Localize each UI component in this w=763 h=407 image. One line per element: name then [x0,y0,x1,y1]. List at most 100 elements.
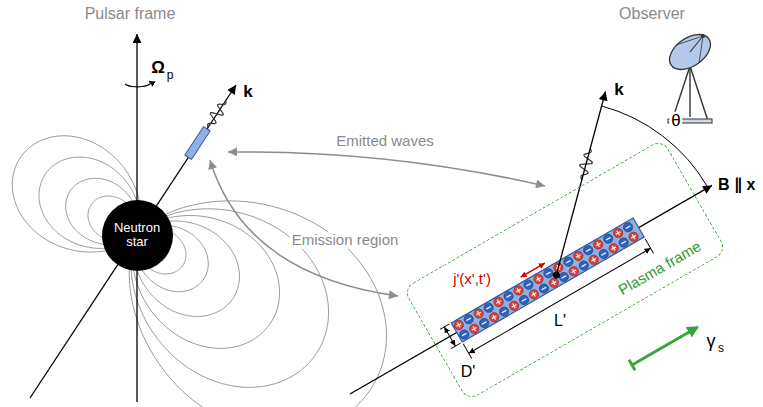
charge-sign [482,322,487,325]
charge-sign [493,315,496,320]
charge-sign [577,254,580,259]
charge-disc [532,273,545,286]
charge-sign [632,235,635,240]
charge-disc [587,253,600,266]
charge-sign [532,293,537,296]
charge-sign [533,292,536,297]
charge-sign [472,327,477,330]
charge-sign [601,253,606,256]
positive-charge [528,288,541,301]
charge-sign [542,287,547,290]
symbol-subscript: s [718,342,724,355]
charge-sign [617,231,620,236]
positive-charge [452,319,465,332]
emission-region-slab [451,218,644,342]
negative-charge [522,278,535,291]
negative-charge [622,221,635,234]
star-label: Neutron star [108,221,166,250]
charge-disc [607,242,620,255]
charge-disc [602,232,615,245]
positive-charge [607,242,620,255]
charge-sign [506,295,511,298]
neutron-star-circle: Neutron star [102,200,173,271]
negative-charge [582,244,595,257]
charge-sign [616,232,621,235]
charge-sign [513,304,516,309]
charge-sign [492,316,497,319]
positive-charge [568,265,581,278]
charge-sign [546,272,551,275]
rotation-arrow [125,81,150,87]
charge-sign [462,333,467,336]
lorentz-factor-symbol: γ [705,332,718,352]
charge-disc [508,299,521,312]
negative-charge [602,232,615,245]
charge-disc [577,259,590,272]
charge-disc [538,282,551,295]
charge-disc [562,255,575,268]
emitted-waves-arrow [228,152,545,186]
observer-label: Observer [617,5,687,23]
charge-disc [462,313,475,326]
negative-charge [462,313,475,326]
negative-charge [558,271,571,284]
charge-sign [582,264,587,267]
vector-symbol: k [612,81,625,100]
boost-arrow-bar [629,360,635,370]
charge-sign [611,247,616,250]
charge-sign [516,289,521,292]
field-lines [12,136,386,407]
charge-disc [488,311,501,324]
arrow-label: Emission region [290,232,401,249]
negative-charge [562,255,575,268]
charge-sign [536,278,541,281]
charge-sign [592,258,595,263]
charge-sign [573,269,576,274]
positive-charge [512,284,525,297]
charge-sign [612,246,615,251]
telescope-feed [676,36,703,45]
charge-disc [582,244,595,257]
wave-packets [203,97,596,182]
telescope-receiver [701,34,705,38]
charge-sign [526,283,531,286]
negative-charge [542,267,555,280]
charge-disc [592,238,605,251]
emission-region-arrow [210,160,398,296]
charge-sign [562,276,567,279]
negative-charge [577,259,590,272]
charge-disc [548,276,561,289]
charge-sign [466,318,471,321]
negative-charge [458,328,471,341]
negative-charge [498,305,511,318]
negative-charge [538,282,551,295]
charge-sign [496,301,501,304]
charge-disc [468,322,481,335]
charge-disc [617,236,630,249]
charge-sign [512,304,517,307]
positive-charge [587,253,600,266]
negative-charge [518,294,531,307]
charge-disc [612,227,625,240]
field-axis [350,185,712,394]
charge-sign [572,270,577,273]
charge-sign [591,258,596,261]
charge-disc [512,284,525,297]
current-label: j'(x',t') [451,271,493,288]
charge-disc [472,307,485,320]
angle-arc [602,106,708,188]
charge-disc [498,305,511,318]
charge-sign [497,300,500,305]
charge-sign [606,237,611,240]
positive-charge [572,250,585,263]
charge-sign [626,226,631,229]
negative-charge [597,248,610,261]
charge-sign [596,243,601,246]
width-dimension [444,327,455,346]
telescope-feed [699,36,703,63]
positive-charge [627,230,640,243]
negative-charge [478,317,491,330]
frame-name: Pulsar frame [83,5,178,23]
